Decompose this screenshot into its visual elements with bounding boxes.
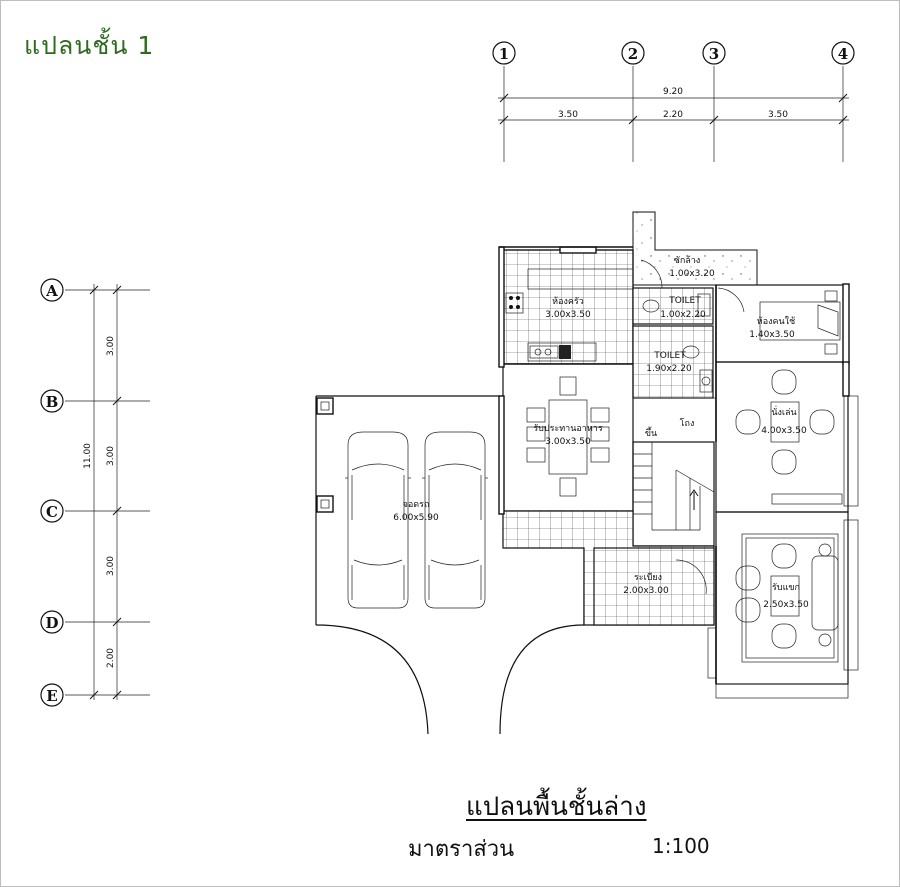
dim-top-total: 9.20 xyxy=(663,87,683,97)
room-name-maid: ห้องคนใช้ xyxy=(757,316,795,327)
grid-label-1: 1 xyxy=(499,45,509,63)
room-size-dining: 3.00x3.50 xyxy=(545,437,591,447)
dim-left-span-1: 3.00 xyxy=(106,336,116,356)
room-size-carport: 6.00x5.90 xyxy=(393,513,439,523)
room-name-guest: รับแขก xyxy=(772,583,800,593)
car-icon xyxy=(422,431,488,609)
scale-label: มาตราส่วน xyxy=(408,837,515,862)
grid-label-b: B xyxy=(46,393,59,411)
grid-label-4: 4 xyxy=(838,45,848,63)
scale-value: 1:100 xyxy=(652,834,710,858)
grid-bubble-a: A xyxy=(40,278,64,302)
grid-bubble-d: D xyxy=(40,610,64,634)
dining-room: รับประทานอาหาร 3.00x3.50 xyxy=(502,363,634,512)
car-icon xyxy=(345,431,411,609)
grid-bubble-e: E xyxy=(40,683,64,707)
grid-label-e: E xyxy=(46,687,57,705)
room-size-laundry: 1.00x3.20 xyxy=(669,269,715,279)
plan-title: แปลนพื้นชั้นล่าง xyxy=(466,792,647,822)
toilet-upper: TOILET 1.00x2.20 xyxy=(632,287,714,325)
grid-label-a: A xyxy=(45,282,58,300)
grid-label-c: C xyxy=(46,503,58,521)
grid-label-d: D xyxy=(45,614,58,632)
carport-area: จอดรถ 6.00x5.90 xyxy=(315,395,585,735)
maid-room: ห้องคนใช้ 1.40x3.50 xyxy=(715,284,849,363)
grid-bubble-1: 1 xyxy=(492,41,516,65)
terrace-area: ระเบียง 2.00x3.00 xyxy=(502,510,715,626)
dim-top-span-2: 2.20 xyxy=(663,110,683,120)
toilet-lower: TOILET 1.90x2.20 xyxy=(632,325,714,399)
grid-bubble-3: 3 xyxy=(702,41,726,65)
stair-up-label: ขึ้น xyxy=(645,426,657,439)
living-room: นั่งเล่น 4.00x3.50 xyxy=(715,361,859,513)
room-name-toilet-1: TOILET xyxy=(668,296,701,306)
room-size-living: 4.00x3.50 xyxy=(761,426,807,436)
guest-room: รับแขก 2.50x3.50 xyxy=(707,511,859,699)
room-name-dining: รับประทานอาหาร xyxy=(533,424,603,434)
laundry-area: ซักล้าง 1.00x3.20 xyxy=(632,211,758,289)
room-size-toilet-2: 1.90x2.20 xyxy=(646,364,692,374)
room-name-living: นั่งเล่น xyxy=(771,405,796,418)
room-name-toilet-2: TOILET xyxy=(653,351,686,361)
page-heading: แปลนชั้น 1 xyxy=(24,31,155,60)
exterior-walls xyxy=(498,246,850,684)
grid-bubble-b: B xyxy=(40,389,64,413)
room-size-maid: 1.40x3.50 xyxy=(749,330,795,340)
dim-left-total: 11.00 xyxy=(83,443,93,469)
room-size-guest: 2.50x3.50 xyxy=(763,600,809,610)
grid-bubble-4: 4 xyxy=(831,41,855,65)
room-size-terrace: 2.00x3.00 xyxy=(623,586,669,596)
dim-left-span-2: 3.00 xyxy=(106,446,116,466)
grid-bubble-2: 2 xyxy=(621,41,645,65)
dim-left-span-4: 2.00 xyxy=(106,648,116,668)
room-name-hall: โถง xyxy=(680,418,695,429)
dim-top-span-3: 3.50 xyxy=(768,110,788,120)
room-size-kitchen: 3.00x3.50 xyxy=(545,310,591,320)
grid-bubble-c: C xyxy=(40,499,64,523)
kitchen-room: ห้องครัว 3.00x3.50 xyxy=(502,246,634,365)
grid-label-2: 2 xyxy=(628,45,638,63)
room-name-kitchen: ห้องครัว xyxy=(552,296,584,307)
hall-area: โถง ขึ้น xyxy=(632,397,716,547)
room-name-carport: จอดรถ xyxy=(403,500,430,510)
dim-left-span-3: 3.00 xyxy=(106,556,116,576)
room-name-terrace: ระเบียง xyxy=(634,572,662,583)
room-name-laundry: ซักล้าง xyxy=(674,255,701,266)
grid-label-3: 3 xyxy=(709,45,719,63)
dim-top-span-1: 3.50 xyxy=(558,110,578,120)
room-size-toilet-1: 1.00x2.20 xyxy=(660,310,706,320)
left-grid: A B C D E 11.00 3.00 3.00 3.00 2.00 xyxy=(40,278,150,707)
top-grid: 1 2 3 4 9.20 3.50 2.20 3.50 xyxy=(492,41,855,162)
